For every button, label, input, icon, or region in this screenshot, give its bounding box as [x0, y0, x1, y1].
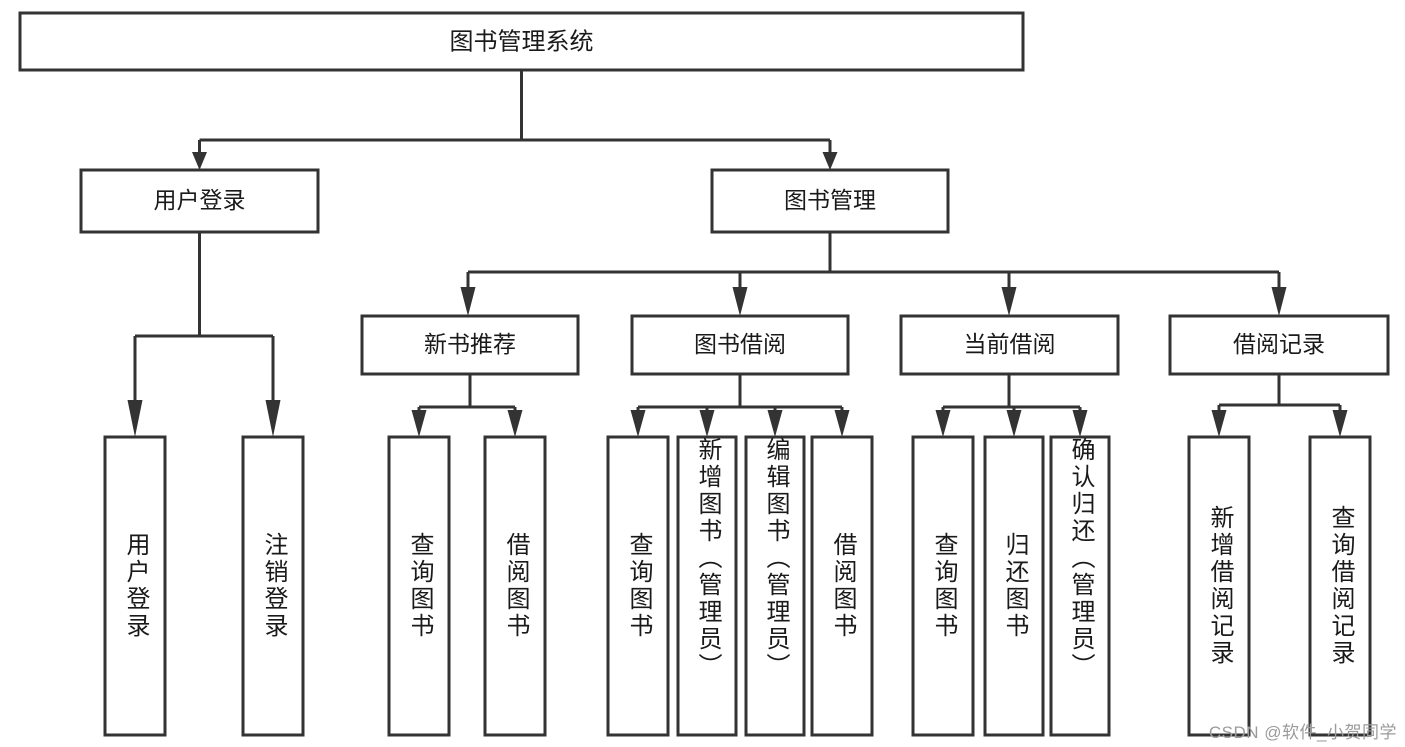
node-box [630, 314, 850, 376]
arrow-head-icon [411, 410, 427, 437]
node-label: 图书借阅 [694, 331, 786, 357]
node-box [18, 11, 1025, 72]
connector-line [466, 232, 1281, 290]
node-label: 图书管理 [784, 187, 876, 213]
leaf-box-return-book[interactable] [983, 435, 1045, 737]
arrow-head-icon [1072, 410, 1088, 437]
arrow-head-icon [834, 410, 850, 437]
node-user-login[interactable]: 用户登录 [79, 168, 320, 234]
node-label: 图书管理系统 [450, 28, 594, 55]
connector-line [417, 374, 517, 414]
node-box [360, 314, 580, 376]
arrow-head-icon [630, 410, 646, 437]
arrow-head-icon [460, 287, 476, 316]
arrow-head-icon [507, 410, 523, 437]
connector-current-borrow-to-leaves [935, 374, 1088, 437]
connector-book-management-to-level3 [460, 232, 1287, 316]
leaf-box-confirm-return-admin[interactable] [1049, 435, 1111, 737]
arrow-head-icon [192, 152, 207, 170]
arrow-head-icon [1211, 410, 1227, 437]
leaf-box-user-logout[interactable] [241, 435, 305, 737]
leaf-box-query-books-borrow[interactable] [606, 435, 670, 737]
leaf-box-query-borrow-record[interactable] [1308, 435, 1372, 737]
node-book-borrow[interactable]: 图书借阅 [630, 314, 850, 376]
connector-line [1217, 374, 1342, 414]
leaf-box-query-books-rec[interactable] [387, 435, 451, 737]
node-label: 用户登录 [154, 187, 246, 213]
arrow-head-icon [1271, 287, 1287, 316]
node-box [899, 314, 1120, 376]
node-root[interactable]: 图书管理系统 [18, 11, 1025, 72]
arrow-head-icon [732, 287, 748, 316]
node-box [79, 168, 320, 234]
arrow-head-icon [767, 410, 783, 437]
node-label: 新书推荐 [424, 331, 516, 357]
connector-new-book-recommend-to-leaves [411, 374, 523, 437]
connector-root-to-level2 [192, 70, 838, 170]
connector-line [636, 374, 844, 414]
connector-user-login-to-leaves [127, 232, 281, 437]
arrow-head-icon [1332, 410, 1348, 437]
connector-line [198, 70, 832, 155]
node-new-book-recommend[interactable]: 新书推荐 [360, 314, 580, 376]
leaf-box-borrow-books-rec[interactable] [483, 435, 547, 737]
arrow-head-icon [265, 400, 281, 437]
leaf-box-user-login[interactable] [103, 435, 167, 737]
leaf-box-edit-book-admin[interactable] [744, 435, 806, 737]
node-label: 借阅记录 [1233, 331, 1325, 357]
leaf-box-add-borrow-record[interactable] [1187, 435, 1251, 737]
node-borrow-records[interactable]: 借阅记录 [1168, 314, 1390, 376]
connector-book-borrow-to-leaves [630, 374, 850, 437]
leaf-box-borrow-book[interactable] [810, 435, 874, 737]
arrow-head-icon [699, 410, 715, 437]
arrow-head-icon [1006, 410, 1022, 437]
arrow-head-icon [822, 152, 838, 170]
arrow-head-icon [935, 410, 951, 437]
node-box [1168, 314, 1390, 376]
arrow-head-icon [1001, 287, 1017, 316]
watermark-text: CSDN @软件_小贺同学 [1208, 723, 1397, 742]
connector-line [941, 374, 1082, 414]
node-label: 当前借阅 [964, 331, 1056, 357]
node-current-borrow[interactable]: 当前借阅 [899, 314, 1120, 376]
connector-borrow-records-to-leaves [1211, 374, 1348, 437]
leaf-box-query-books-current[interactable] [911, 435, 975, 737]
connector-line [133, 232, 275, 400]
leaf-box-add-book-admin[interactable] [676, 435, 738, 737]
node-box [710, 168, 950, 234]
arrow-head-icon [127, 400, 143, 437]
node-book-management[interactable]: 图书管理 [710, 168, 950, 234]
